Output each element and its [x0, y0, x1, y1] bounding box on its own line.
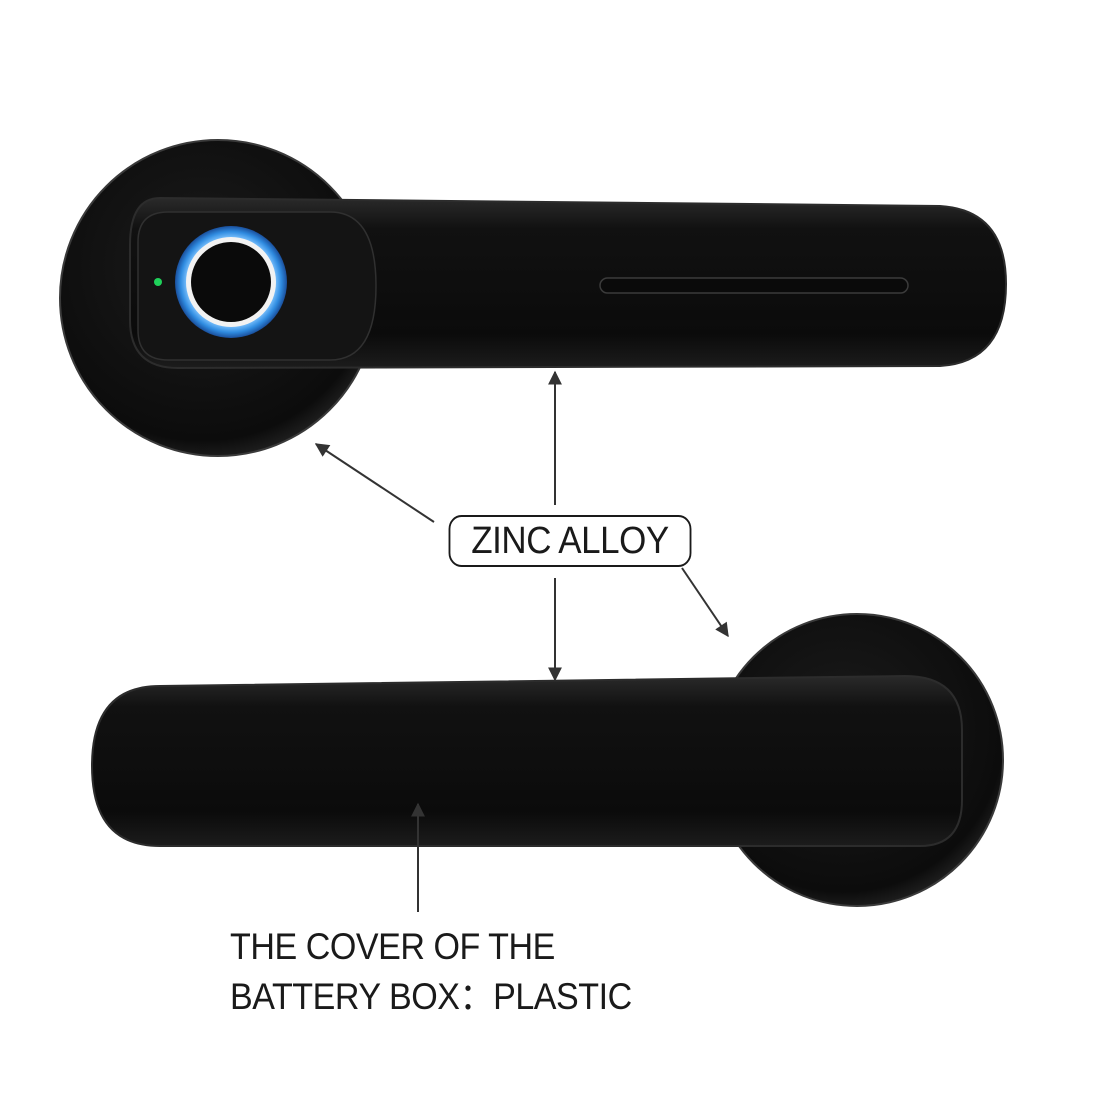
callout-arrows: [314, 370, 729, 912]
arrow-to-bottom-rosette: [681, 567, 729, 638]
top-handle-groove: [599, 277, 909, 294]
zinc-alloy-label: ZINC ALLOY: [448, 515, 692, 567]
battery-caption-line-1: THE COVER OF THE: [230, 926, 555, 967]
indicator-led-icon: [154, 278, 162, 286]
battery-caption-line-2: BATTERY BOX：PLASTIC: [230, 976, 632, 1017]
arrow-to-top-rosette: [314, 443, 435, 523]
bottom-lock: [90, 613, 1004, 907]
bottom-handle-lever: [90, 674, 963, 847]
battery-cover-caption: THE COVER OF THE BATTERY BOX：PLASTIC: [230, 922, 745, 1022]
fingerprint-sensor-icon: [191, 242, 271, 322]
top-lock: [59, 139, 1008, 457]
